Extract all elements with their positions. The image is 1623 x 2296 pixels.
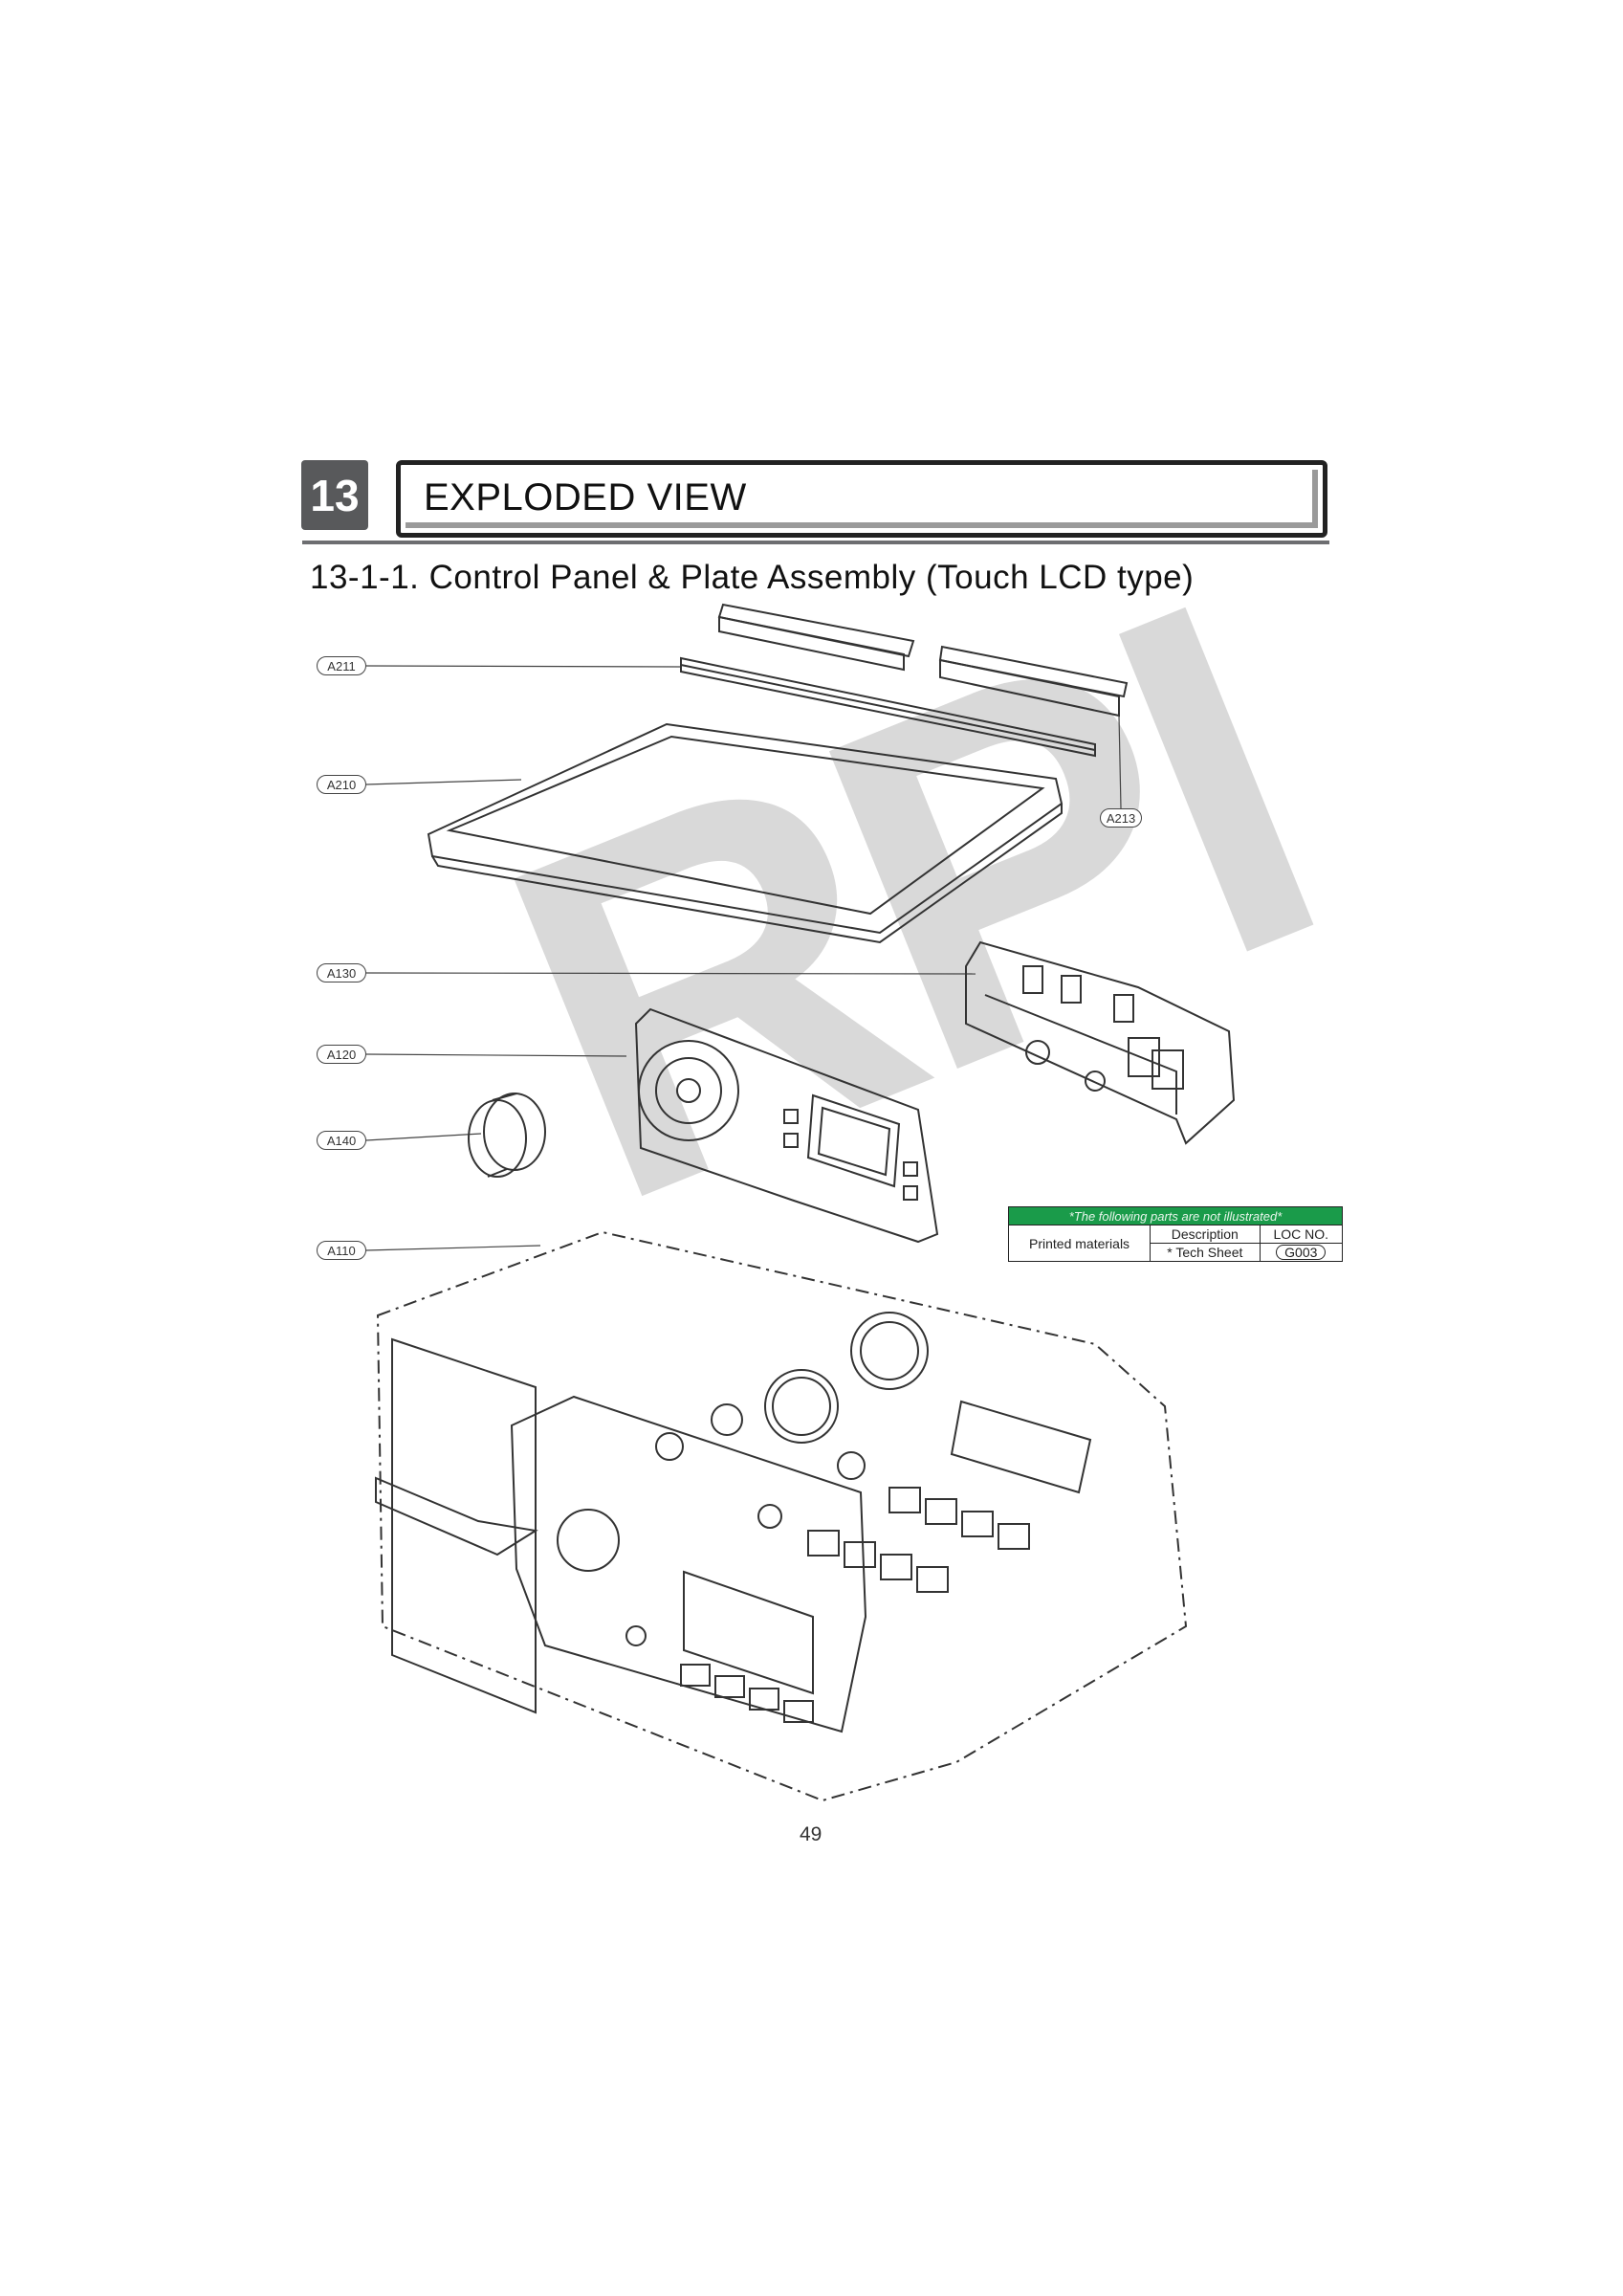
top-plate [427,722,1064,944]
tech-sheet-loc: G003 [1276,1245,1327,1260]
callout-a213: A213 [1100,808,1142,828]
callout-a110: A110 [317,1241,366,1260]
section-title: EXPLODED VIEW [424,476,747,519]
callout-a210: A210 [317,775,366,794]
callout-a211: A211 [317,656,366,675]
section-number-badge: 13 [301,460,368,530]
control-pcb [634,1007,939,1244]
callout-a120: A120 [317,1045,366,1064]
page-subtitle: 13-1-1. Control Panel & Plate Assembly (… [310,559,1195,596]
panel-boundary [376,1230,1188,1802]
tech-sheet-loc-cell: G003 [1259,1243,1344,1262]
callout-a140: A140 [317,1131,366,1150]
printed-materials-table: *The following parts are not illustrated… [1007,1206,1344,1262]
tech-sheet-description: * Tech Sheet [1150,1243,1261,1262]
page-number: 49 [800,1823,822,1845]
rail-assembly [680,603,1129,758]
knob [468,1093,546,1178]
callout-a130: A130 [317,963,366,982]
control-panel-face [375,1312,1092,1733]
printed-materials-label: Printed materials [1007,1225,1151,1262]
loc-no-header: LOC NO. [1259,1225,1344,1244]
pcb-frame [965,940,1236,1145]
not-illustrated-note: *The following parts are not illustrated… [1008,1206,1343,1225]
description-header: Description [1150,1225,1261,1244]
header-rule [302,541,1329,544]
leader-lines [365,665,1122,1251]
section-title-box: EXPLODED VIEW [396,460,1327,538]
